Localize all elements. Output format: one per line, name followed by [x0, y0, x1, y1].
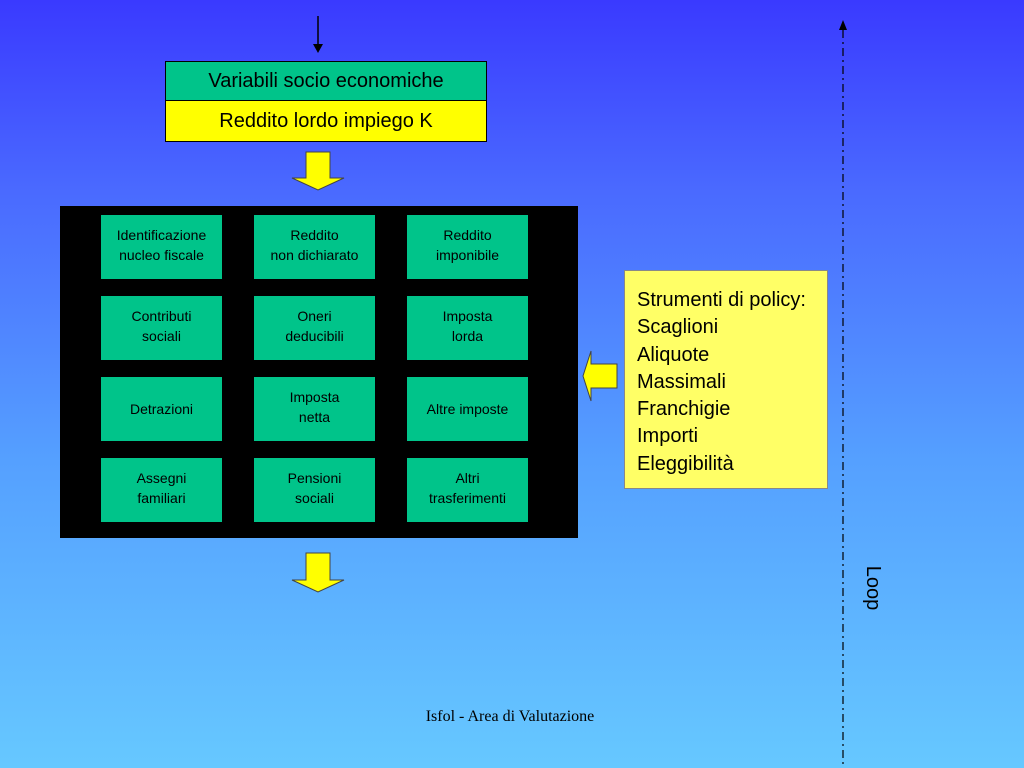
policy-item: Importi: [637, 425, 699, 448]
policy-box: Strumenti di policy: Scaglioni Aliquote …: [624, 270, 828, 489]
module-reddito-imponibile: Reddito imponibile: [407, 215, 528, 279]
module-altre-imposte: Altre imposte: [407, 377, 528, 441]
loop-label: Loop: [862, 565, 884, 611]
loop-line: [839, 20, 847, 768]
module-detrazioni: Detrazioni: [101, 377, 222, 441]
module-altri-trasferimenti: Altri trasferimenti: [407, 458, 528, 522]
module-imposta-netta: Imposta netta: [254, 377, 375, 441]
policy-block-arrow-icon: [582, 350, 618, 402]
footer-text: Isfol - Area di Valutazione: [425, 708, 595, 725]
module-reddito-non-dichiarato: Reddito non dichiarato: [254, 215, 375, 279]
policy-heading: Strumenti di policy:: [637, 289, 806, 311]
module-pensioni-sociali: Pensioni sociali: [254, 458, 375, 522]
module-identificazione-nucleo-fiscale: Identificazione nucleo fiscale: [101, 215, 222, 279]
input-subtitle: Reddito lordo impiego K: [219, 109, 433, 132]
input-title-box: Variabili socio economiche: [165, 61, 487, 101]
policy-item: Massimali: [637, 370, 726, 393]
module-imposta-lorda: Imposta lorda: [407, 296, 528, 360]
policy-item: Scaglioni: [637, 316, 719, 339]
policy-item: Aliquote: [637, 343, 710, 366]
input-arrow-icon: [313, 16, 323, 53]
module-contributi-sociali: Contributi sociali: [101, 296, 222, 360]
down-block-arrow-icon: [291, 151, 345, 191]
input-subtitle-box: Reddito lordo impiego K: [165, 101, 487, 142]
policy-item: Franchigie: [637, 398, 731, 421]
input-title: Variabili socio economiche: [208, 69, 444, 92]
output-block-arrow-icon: [291, 552, 345, 593]
module-panel: Identificazione nucleo fiscale Reddito n…: [60, 206, 578, 538]
module-assegni-familiari: Assegni familiari: [101, 458, 222, 522]
policy-item: Eleggibilità: [637, 452, 734, 475]
module-oneri-deducibili: Oneri deducibili: [254, 296, 375, 360]
